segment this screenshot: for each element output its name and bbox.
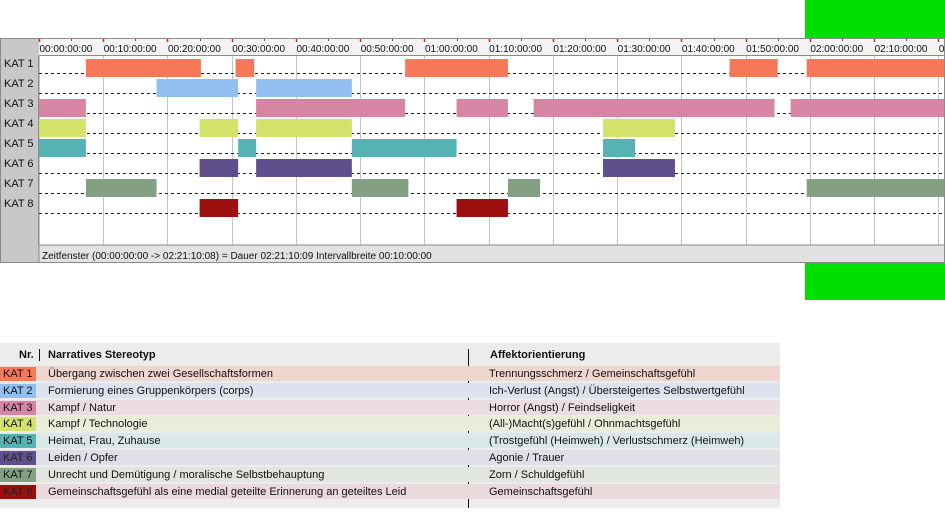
legend-category-chip: KAT 4 [0, 417, 36, 432]
legend-header-stereotyp: Narratives Stereotyp [48, 349, 156, 361]
row-label: KAT 5 [4, 138, 34, 150]
category-bar [806, 179, 944, 197]
legend-category-chip: KAT 8 [0, 484, 36, 499]
timeline-chart: 00:00:00:00 00:10:00:00 00:20:00:00 00:30:0… [4, 39, 945, 262]
legend-header-nr: Nr. [19, 349, 34, 361]
category-bar [85, 59, 201, 77]
legend-stereotyp-text: Kampf / Natur [48, 401, 116, 414]
tick-label: 00:20:00:00 [168, 44, 221, 55]
legend-stereotyp-text: Heimat, Frau, Zuhause [48, 435, 161, 448]
category-bar [256, 99, 406, 117]
category-bar [603, 139, 636, 157]
category-bar [256, 79, 352, 97]
row-label: KAT 8 [4, 198, 34, 210]
legend-category-chip: KAT 2 [0, 383, 36, 398]
tick-label: 00:50:00:00 [361, 44, 414, 55]
tick-label: 00:00:00:00 [40, 44, 93, 55]
row-label: KAT 7 [4, 178, 34, 190]
category-bar [729, 59, 778, 77]
category-bar [156, 79, 239, 97]
legend-affekt-text: Gemeinschaftsgefühl [489, 485, 593, 498]
tick-label: 02:10:00:00 [875, 44, 928, 55]
tick-label: 01:40:00:00 [682, 44, 735, 55]
category-bar [199, 159, 239, 177]
category-bar [405, 59, 508, 77]
green-marker-top [805, 0, 945, 38]
legend-stereotyp-text: Formierung eines Gruppenkörpers (corps) [48, 384, 254, 397]
category-bar [806, 59, 944, 77]
legend-header-divider [39, 349, 40, 361]
tick-label: 02 [939, 44, 945, 55]
green-marker-bottom [805, 263, 945, 300]
row-label: KAT 4 [4, 118, 34, 130]
legend-row: KAT 2 Formierung eines Gruppenkörpers (co… [0, 382, 780, 398]
legend-stereotyp-text: Leiden / Opfer [48, 452, 118, 464]
legend-header-affekt: Affektorientierung [490, 349, 586, 361]
status-bar [38, 244, 944, 262]
timeline-panel[interactable]: 00:00:00:00 00:10:00:00 00:20:00:00 00:30:0… [0, 38, 945, 263]
category-bar [235, 59, 255, 77]
category-legend-table: Nr. Narratives Stereotyp Affektorientier… [0, 343, 780, 508]
legend-category-chip: KAT 1 [0, 367, 36, 381]
legend-affekt-text: Agonie / Trauer [489, 452, 565, 464]
category-bar [790, 99, 944, 117]
legend-row: KAT 3 Kampf / Natur Horror (Angst) / Feind… [0, 399, 780, 415]
legend-stereotyp-text: Unrecht und Demütigung / moralische Selb… [48, 468, 325, 481]
category-bar [199, 119, 239, 137]
tick-label: 00:10:00:00 [104, 44, 157, 55]
category-bar [533, 99, 775, 117]
legend-row: KAT 1 Übergang zwischen zwei Gesellschaft… [0, 366, 780, 381]
tick-label: 01:00:00:00 [425, 44, 478, 55]
legend-affekt-text: Zorn / Schuldgefühl [489, 468, 585, 481]
legend-row: KAT 8 Gemeinschaftsgefühl als eine medial… [0, 483, 780, 499]
category-bar [603, 119, 675, 137]
category-bar [456, 199, 508, 217]
category-bar [603, 159, 675, 177]
legend-category-chip: KAT 5 [0, 434, 36, 449]
legend-stereotyp-text: Übergang zwischen zwei Gesellschaftsform… [48, 368, 273, 380]
time-axis-strip [39, 39, 944, 56]
legend-row: KAT 4 Kampf / Technologie (All-)Macht(s)ge… [0, 416, 780, 432]
tick-label: 00:30:00:00 [232, 44, 285, 55]
legend-category-chip: KAT 6 [0, 451, 36, 465]
category-bar [351, 179, 409, 197]
category-bar [256, 159, 352, 177]
tick-label: 00:40:00:00 [296, 44, 349, 55]
tick-label: 02:00:00:00 [810, 44, 863, 55]
legend-category-chip: KAT 7 [0, 467, 36, 482]
legend-row: KAT 5 Heimat, Frau, Zuhause (Trostgefühl (… [0, 433, 780, 449]
legend-row: KAT 6 Leiden / Opfer Agonie / Trauer [0, 450, 780, 465]
legend-affekt-text: Horror (Angst) / Feindseligkeit [489, 401, 636, 414]
status-text: Zeitfenster (00:00:00:00 -> 02:21:10:08)… [42, 251, 432, 262]
row-label: KAT 1 [4, 58, 34, 70]
legend-affekt-text: (Trostgefühl (Heimweh) / Verlustschmerz … [489, 435, 745, 448]
tick-label: 01:30:00:00 [618, 44, 671, 55]
tick-label: 01:20:00:00 [553, 44, 606, 55]
row-label: KAT 6 [4, 158, 34, 170]
category-bar [507, 179, 541, 197]
category-bar [238, 139, 257, 157]
row-label: KAT 3 [4, 98, 34, 110]
legend-stereotyp-text: Gemeinschaftsgefühl als eine medial gete… [48, 485, 407, 498]
category-bar [39, 139, 86, 157]
legend-affekt-text: Trennungsschmerz / Gemeinschaftsgefühl [489, 368, 696, 380]
category-bar [39, 99, 86, 117]
tick-label: 01:50:00:00 [746, 44, 799, 55]
tick-label: 01:10:00:00 [489, 44, 542, 55]
legend-affekt-text: (All-)Macht(s)gefühl / Ohnmachtsgefühl [489, 418, 681, 431]
category-bar [39, 119, 86, 137]
legend-affekt-text: Ich-Verlust (Angst) / Übersteigertes Sel… [489, 384, 745, 397]
row-label: KAT 2 [4, 78, 34, 90]
legend-row: KAT 7 Unrecht und Demütigung / moralische… [0, 466, 780, 482]
legend-stereotyp-text: Kampf / Technologie [48, 418, 148, 431]
category-bar [256, 119, 352, 137]
legend-category-chip: KAT 3 [0, 400, 36, 415]
category-bar [199, 199, 239, 217]
category-bar [456, 99, 508, 117]
category-bar [351, 139, 457, 157]
category-bar [85, 179, 157, 197]
